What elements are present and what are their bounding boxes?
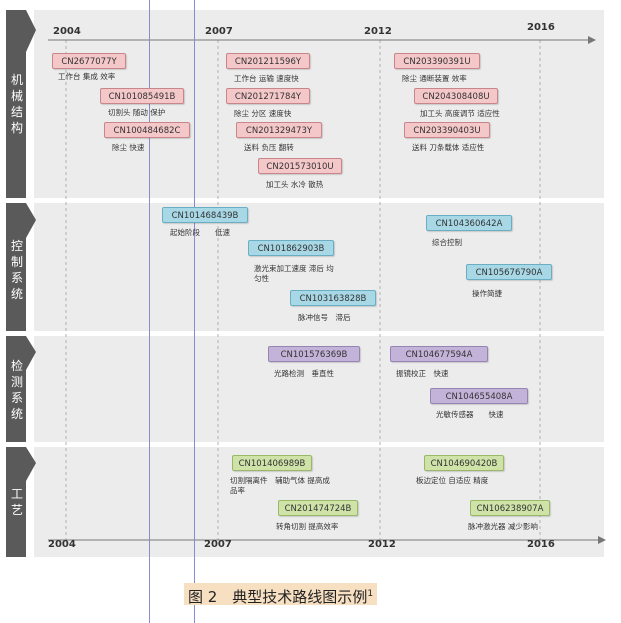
patent-tags: 光路检测 垂直性 bbox=[274, 369, 334, 378]
patent-box: CN105676790A bbox=[466, 264, 552, 280]
section-band-process bbox=[6, 447, 36, 557]
section-band-mechanical bbox=[6, 10, 36, 198]
guide-line-left bbox=[149, 0, 150, 623]
patent-box: CN201573010U bbox=[258, 158, 342, 174]
bottom-year-label: 2004 bbox=[48, 539, 76, 550]
patent-tags: 除尘 通断装置 效率 bbox=[402, 74, 467, 83]
patent-box: CN204308408U bbox=[414, 88, 498, 104]
patent-box: CN106238907A bbox=[470, 500, 550, 516]
patent-tags: 激光束加工速度 滞后 均匀性 bbox=[254, 264, 334, 283]
patent-box: CN104360642A bbox=[426, 215, 512, 231]
patent-box: CN101862903B bbox=[248, 240, 334, 256]
patent-box: CN2677077Y bbox=[52, 53, 126, 69]
patent-tags: 脉冲激光器 减少影响 bbox=[468, 522, 538, 531]
patent-tags: 工作台 运输 速度快 bbox=[234, 74, 299, 83]
patent-box: CN201271784Y bbox=[226, 88, 310, 104]
bottom-year-label: 2012 bbox=[368, 539, 396, 550]
patent-tags: 光敏传感器 快速 bbox=[436, 410, 504, 419]
caption-text: 图 2 典型技术路线图示例 bbox=[188, 588, 368, 606]
patent-tags: 工作台 集成 效率 bbox=[58, 72, 116, 81]
patent-box: CN203390391U bbox=[394, 53, 480, 69]
patent-tags: 除尘 分区 速度快 bbox=[234, 109, 292, 118]
top-year-label: 2016 bbox=[527, 22, 555, 33]
patent-tags: 板边定位 自适应 精度 bbox=[416, 476, 489, 485]
patent-box: CN203390403U bbox=[404, 122, 490, 138]
patent-box: CN101576369B bbox=[268, 346, 360, 362]
patent-tags: 除尘 快速 bbox=[112, 143, 145, 152]
caption-footnote-marker: 1 bbox=[367, 589, 374, 599]
patent-tags: 切割头 随动 保护 bbox=[108, 108, 166, 117]
top-year-label: 2007 bbox=[205, 26, 233, 37]
patent-box: CN104690420B bbox=[424, 455, 504, 471]
patent-tags: 操作简捷 bbox=[472, 289, 502, 298]
patent-tags: 振镜校正 快速 bbox=[396, 369, 449, 378]
patent-tags: 综合控制 bbox=[432, 238, 462, 247]
patent-tags: 加工头 高度调节 适应性 bbox=[420, 109, 500, 118]
patent-tags: 脉冲信号 滞后 bbox=[298, 313, 351, 322]
patent-tags: 加工头 水冷 散热 bbox=[266, 180, 324, 189]
top-year-label: 2012 bbox=[364, 26, 392, 37]
top-year-label: 2004 bbox=[53, 26, 81, 37]
patent-box: CN101406989B bbox=[232, 455, 312, 471]
patent-box: CN104677594A bbox=[390, 346, 488, 362]
section-band-control bbox=[6, 203, 36, 331]
section-label-detection: 检测系统 bbox=[10, 359, 23, 421]
patent-tags: 送料 刀条载体 适应性 bbox=[412, 143, 485, 152]
patent-tags: 转角切割 提高效率 bbox=[276, 522, 339, 531]
patent-tags: 送料 负压 翻转 bbox=[244, 143, 294, 152]
figure-caption: 图 2 典型技术路线图示例1 bbox=[184, 583, 378, 606]
patent-box: CN201211596Y bbox=[226, 53, 310, 69]
section-label-control: 控制系统 bbox=[10, 239, 23, 301]
bottom-year-label: 2007 bbox=[204, 539, 232, 550]
bottom-year-label: 2016 bbox=[527, 539, 555, 550]
section-label-process: 工艺 bbox=[10, 487, 23, 517]
guide-line-right bbox=[194, 0, 195, 623]
patent-box: CN101085491B bbox=[100, 88, 184, 104]
patent-tags: 起始阶段 低速 bbox=[170, 228, 230, 237]
roadmap-diagram: 机械结构 控制系统 检测系统 工艺 2004 2007 2012 2016 20… bbox=[6, 0, 606, 623]
patent-box: CN201474724B bbox=[278, 500, 358, 516]
patent-box: CN104655408A bbox=[430, 388, 528, 404]
patent-box: CN101468439B bbox=[162, 207, 248, 223]
section-label-mechanical: 机械结构 bbox=[10, 73, 23, 135]
patent-box: CN100484682C bbox=[104, 122, 190, 138]
section-band-detection bbox=[6, 336, 36, 442]
patent-tags: 切割隔离件 辅助气体 提高成品率 bbox=[230, 476, 330, 495]
patent-box: CN201329473Y bbox=[236, 122, 322, 138]
patent-box: CN103163828B bbox=[290, 290, 376, 306]
